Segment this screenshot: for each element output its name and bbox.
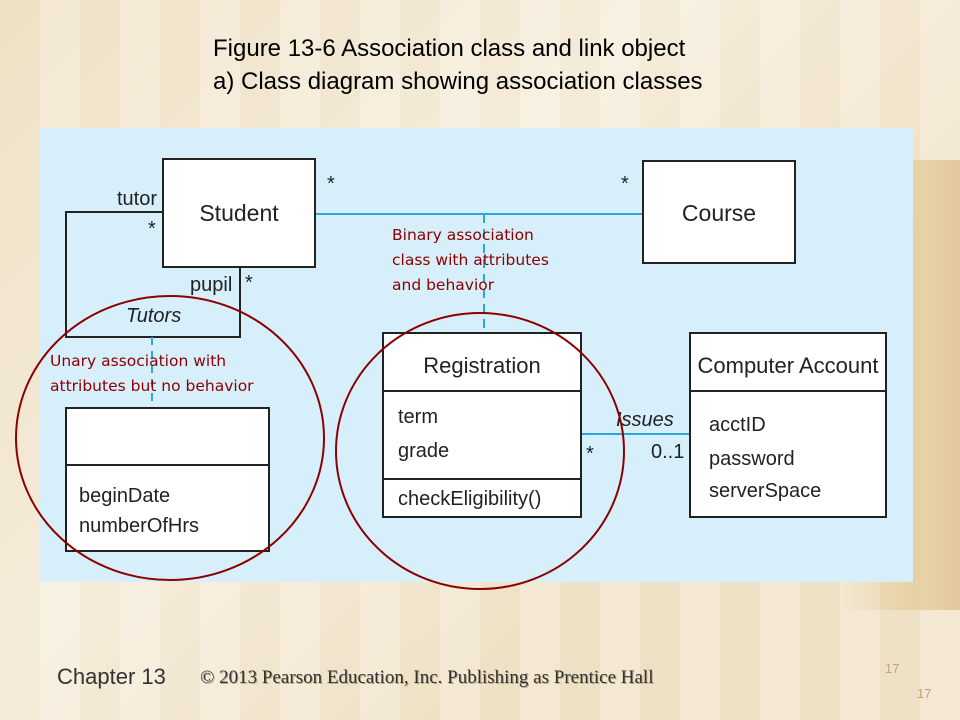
student-class: Student — [162, 158, 316, 268]
registration-class-name: Registration — [423, 353, 541, 378]
role-pupil: pupil — [190, 274, 233, 296]
divider — [67, 464, 268, 466]
multiplicity-course-student: * — [621, 173, 629, 195]
multiplicity-student-tutor: * — [148, 218, 156, 240]
title-line-2: a) Class diagram showing association cla… — [213, 68, 703, 95]
binary-note-line-2: class with attributes — [392, 251, 549, 269]
association-name-tutors: Tutors — [126, 305, 182, 327]
association-name-issues: Issues — [616, 409, 674, 431]
tutors-association-class: beginDate numberOfHrs — [65, 407, 270, 552]
attribute-term: term — [398, 406, 438, 428]
unary-association-note: Unary association with attributes but no… — [50, 349, 254, 399]
attribute-serverspace: serverSpace — [709, 480, 822, 502]
course-class: Course — [642, 160, 796, 264]
binary-note-line-1: Binary association — [392, 226, 534, 244]
divider — [691, 390, 885, 392]
divider — [384, 390, 580, 392]
multiplicity-student-course: * — [327, 173, 335, 195]
unary-highlight-circle — [15, 295, 325, 581]
attribute-begindate: beginDate — [79, 485, 171, 507]
attribute-acctid: acctID — [709, 414, 766, 436]
tutors-association — [65, 211, 241, 338]
course-class-name: Course — [681, 200, 757, 226]
binary-highlight-circle — [335, 312, 625, 590]
multiplicity-student-pupil: * — [245, 272, 253, 294]
page-number-secondary: 17 — [917, 686, 932, 701]
multiplicity-registration-issues: * — [586, 443, 594, 465]
footer-chapter: Chapter 13 — [57, 664, 166, 689]
divider — [384, 478, 580, 480]
unary-note-line-2: attributes but no behavior — [50, 377, 254, 395]
role-tutor: tutor — [117, 188, 158, 210]
page-number: 17 — [885, 661, 900, 676]
binary-note-line-3: and behavior — [392, 276, 495, 294]
attribute-grade: grade — [398, 440, 450, 462]
binary-association-note: Binary association class with attributes… — [392, 223, 549, 298]
footer-copyright: © 2013 Pearson Education, Inc. Publishin… — [200, 667, 654, 688]
student-class-name: Student — [199, 200, 279, 226]
computer-account-class: Computer Account acctID password serverS… — [689, 332, 887, 518]
slide-title: Figure 13-6 Association class and link o… — [213, 32, 913, 98]
computer-account-class-name: Computer Account — [697, 353, 879, 378]
operation-checkeligibility: checkEligibility() — [398, 488, 542, 510]
attribute-numberofhrs: numberOfHrs — [79, 515, 200, 537]
registration-class: Registration term grade checkEligibility… — [382, 332, 582, 518]
attribute-password: password — [709, 448, 795, 470]
unary-note-line-1: Unary association with — [50, 352, 227, 370]
title-line-1: Figure 13-6 Association class and link o… — [213, 35, 686, 62]
multiplicity-account-issues: 0..1 — [651, 441, 685, 463]
